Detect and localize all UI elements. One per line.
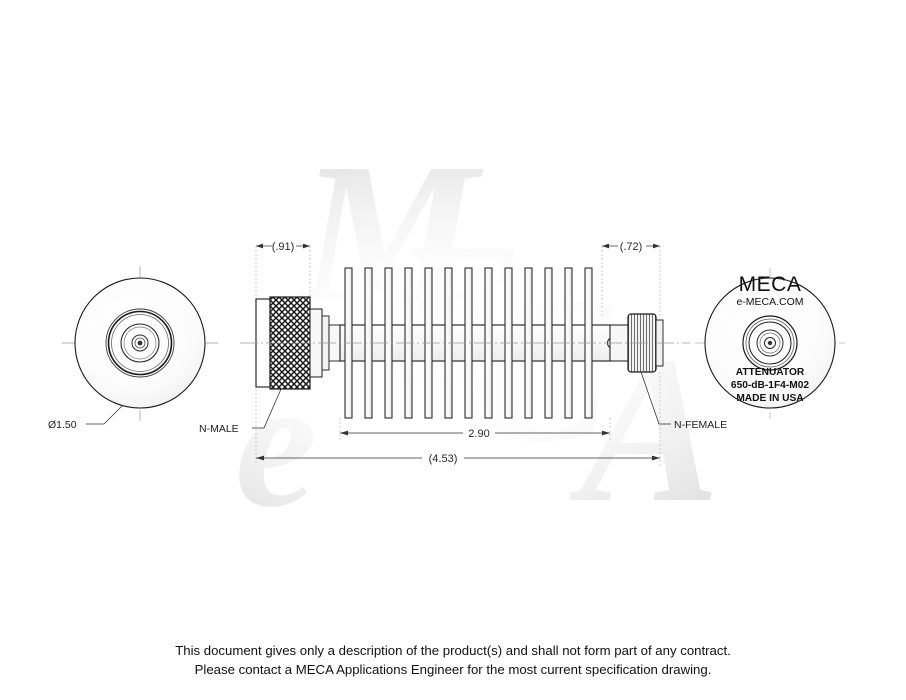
label-line-origin: MADE IN USA	[736, 393, 804, 404]
label-ring-4	[756, 329, 784, 357]
dimension-body-length: 2.90	[339, 418, 611, 440]
label-url-text: e-MECA.COM	[736, 296, 803, 308]
female-connector-label: N-FEMALE	[674, 419, 727, 431]
female-leader-line	[640, 371, 660, 425]
label-ring-1	[742, 315, 798, 371]
endview-ring-2	[107, 310, 173, 376]
dim72-arrow-left	[602, 243, 609, 249]
dim290-text: 2.90	[468, 428, 489, 440]
dim453-arrow-left	[256, 455, 264, 461]
label-ring-2	[745, 318, 795, 368]
footer-disclaimer: This document gives only a description o…	[175, 643, 731, 677]
product-label-circle: MECA e-MECA.COM ATTENUATOR 650-dB-1F4-M0…	[695, 268, 845, 419]
label-ring-5	[759, 332, 781, 354]
label-ring-6	[764, 337, 776, 349]
label-brand-text: MECA	[739, 273, 802, 296]
dim453-arrow-right	[652, 455, 660, 461]
endview-ring-7	[134, 337, 146, 349]
endview-ring-6	[131, 334, 149, 352]
dimension-overall-length: (4.53)	[255, 372, 661, 466]
endview-ring-5	[123, 326, 157, 360]
footer-line-1: This document gives only a description o…	[175, 643, 731, 658]
dim91-arrow-right	[303, 243, 310, 249]
diameter-label: Ø1.50	[48, 419, 77, 431]
dimension-female-length: (.72)	[601, 241, 661, 318]
male-leader-line	[263, 388, 282, 429]
label-center-pin	[767, 340, 773, 346]
male-connector-label: N-MALE	[199, 423, 239, 435]
footer-line-2: Please contact a MECA Applications Engin…	[195, 662, 712, 677]
dim290-arrow-left	[340, 430, 348, 436]
dim91-text: (.91)	[272, 241, 295, 253]
dim72-arrow-right	[653, 243, 660, 249]
diameter-leader-line	[103, 404, 124, 425]
endview-ring-4	[120, 323, 160, 363]
label-line-attenuator: ATTENUATOR	[736, 367, 805, 378]
dim72-text: (.72)	[620, 241, 643, 253]
endview-center-pin	[137, 340, 143, 346]
label-ring-3	[748, 321, 792, 365]
dim290-arrow-right	[602, 430, 610, 436]
dim453-text: (4.53)	[429, 453, 458, 465]
endview-ring-3	[111, 314, 169, 372]
end-view-circle: Ø1.50	[48, 266, 218, 431]
dim91-arrow-left	[256, 243, 263, 249]
endview-ring-1	[105, 308, 175, 378]
label-line-part-number: 650-dB-1F4-M02	[731, 380, 809, 391]
dimension-male-length: (.91)	[255, 241, 311, 300]
